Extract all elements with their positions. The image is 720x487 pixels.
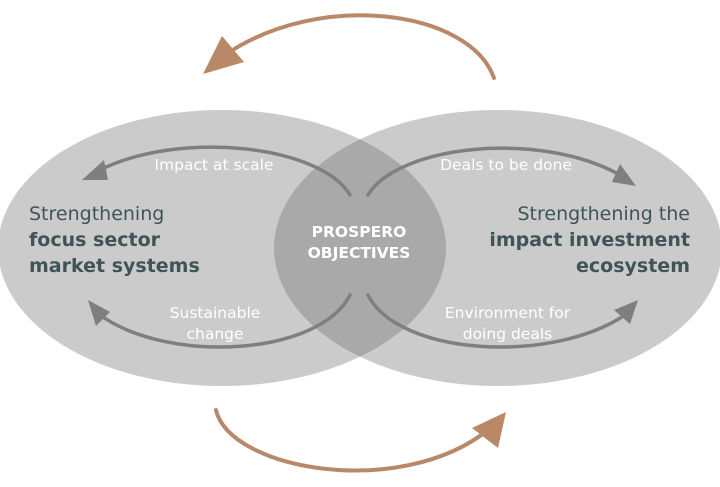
center-title-line1: PROSPERO [311,223,407,241]
center-title: PROSPERO OBJECTIVES [288,222,430,264]
left-heading-line1: Strengthening [29,203,165,225]
right-heading-line1: Strengthening the [517,203,690,225]
label-doing-deals: doing deals [462,325,553,343]
left-top-arrow [82,145,352,197]
label-sustainable: Sustainable [169,304,261,322]
label-environment-for-doing-deals: Environment for doing deals [415,303,600,345]
label-environment-for: Environment for [444,304,571,322]
top-cycle-arrow [203,13,496,80]
bottom-cycle-arrow [214,408,506,473]
right-top-arrow [366,146,636,197]
label-deals-to-be-done: Deals to be done [440,156,572,174]
label-change: change [186,325,244,343]
right-heading-line2: impact investment [489,229,690,251]
left-heading-line2: focus sector [29,229,160,251]
center-title-line2: OBJECTIVES [307,244,411,262]
label-impact-at-scale: Impact at scale [154,156,274,174]
left-heading: Strengthening focus sector market system… [29,201,259,279]
left-heading-line3: market systems [29,255,200,277]
right-bottom-arrow [366,293,638,349]
left-bottom-arrow [88,293,352,349]
right-heading-line3: ecosystem [576,255,690,277]
label-sustainable-change: Sustainable change [140,303,290,345]
right-heading: Strengthening the impact investment ecos… [440,201,690,279]
